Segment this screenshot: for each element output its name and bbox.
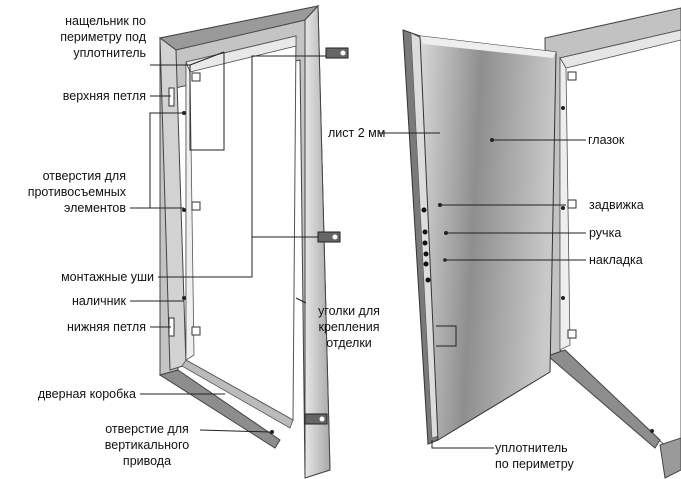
mounting-ear (325, 47, 349, 59)
mounting-ear (304, 413, 328, 425)
left-door-frame (158, 4, 349, 479)
leader-lines (130, 51, 586, 449)
label-door-frame: дверная коробка (37, 387, 136, 401)
top-hinge (168, 87, 175, 107)
label-casing: наличник (72, 294, 126, 308)
label-seal: уплотнитель по периметру (495, 441, 574, 471)
label-top-hinge: верхняя петля (62, 89, 146, 103)
label-mounting-ears: монтажные уши (61, 270, 154, 284)
label-sheet: лист 2 мм (328, 126, 386, 140)
right-door-frame (544, 7, 681, 479)
label-trim-corners: уголки для крепления отделки (318, 304, 380, 350)
label-bottom-hinge: нижняя петля (67, 320, 146, 334)
label-cover-plate: накладка (589, 253, 643, 267)
label-vertical-drive-hole: отверстие для вертикального привода (104, 422, 190, 468)
door-leaf (402, 29, 557, 445)
label-handle: ручка (589, 226, 622, 240)
label-peephole: глазок (588, 133, 625, 147)
label-strike-plate: нащельник по периметру под уплотнитель (60, 14, 146, 60)
label-bolt: задвижка (589, 198, 644, 212)
label-anti-removal-holes: отверстия для противосъемных элементов (27, 169, 126, 215)
